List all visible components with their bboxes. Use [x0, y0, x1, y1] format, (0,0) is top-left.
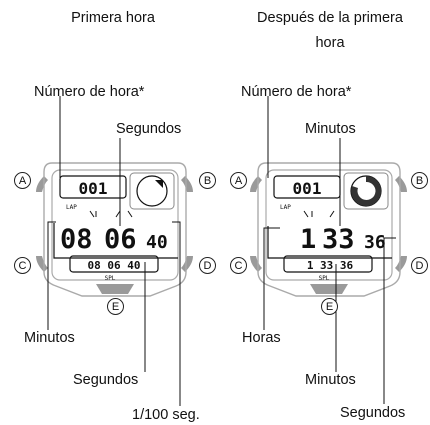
button-e-marker-right: E	[321, 298, 338, 315]
right-watch-display-frame	[265, 169, 393, 281]
label-minutes-bottom-right: Minutos	[305, 372, 356, 388]
label-seconds-right: Segundos	[340, 405, 406, 421]
label-minutes-left: Minutos	[24, 330, 75, 346]
right-watch-pusher-b	[395, 176, 407, 192]
left-watch-pusher-a	[36, 176, 48, 192]
right-watch-pusher-d	[395, 256, 407, 272]
label-hundredths: 1/100 seg.	[132, 407, 200, 423]
right-watch-pusher-c	[250, 256, 262, 272]
leader-seconds-right	[383, 237, 396, 404]
left-lap-number: 001	[79, 179, 108, 198]
button-e-marker-left: E	[107, 298, 124, 315]
left-watch-pusher-c	[36, 256, 48, 272]
label-seconds-bottom-left: Segundos	[73, 372, 139, 388]
label-hour-number-right: Número de hora*	[241, 84, 352, 100]
left-watch-pusher-d	[181, 256, 193, 272]
left-main-frame	[53, 223, 178, 259]
left-main-seconds: 06	[104, 224, 137, 255]
right-title-line2: hora	[315, 35, 345, 51]
right-main-hours: 1	[300, 224, 316, 255]
left-ring-graphic	[136, 175, 168, 207]
button-b-marker-left: B	[199, 172, 216, 189]
button-a-marker-right: A	[230, 172, 247, 189]
left-watch-pusher-b	[181, 176, 193, 192]
left-title: Primera hora	[71, 10, 155, 26]
right-spl-text: SPL	[319, 275, 330, 282]
right-main-frame	[267, 226, 392, 259]
leader-hundredths	[172, 221, 181, 406]
right-lap-number: 001	[293, 179, 322, 198]
button-a-marker-left: A	[14, 172, 31, 189]
button-c-marker-left: C	[14, 257, 31, 274]
left-split-box	[69, 255, 159, 273]
right-indicator-ticks	[303, 210, 335, 218]
button-b-marker-right: B	[411, 172, 428, 189]
left-watch: 001 LAP 08 06 40 08 06 40 SPL	[36, 96, 193, 406]
button-d-marker-left: D	[199, 257, 216, 274]
right-ring-frame	[343, 172, 389, 210]
left-watch-display-frame	[51, 169, 179, 281]
left-indicator-ticks	[89, 210, 133, 218]
right-ring-segments	[351, 175, 382, 206]
right-main-minutes: 33	[322, 224, 355, 255]
leader-minutes-left	[47, 221, 56, 330]
button-c-marker-right: C	[230, 257, 247, 274]
right-watch-pusher-a	[250, 176, 262, 192]
left-main-hundredths: 40	[146, 232, 168, 253]
leader-hours-right	[263, 227, 280, 330]
left-lap-text: LAP	[66, 204, 77, 211]
left-ring-segment	[155, 180, 163, 188]
left-spl-text: SPL	[105, 275, 116, 282]
button-d-marker-right: D	[411, 257, 428, 274]
right-watch: 001 LAP 1 33 36 1 33 36 SPL	[250, 96, 407, 404]
label-hours-right: Horas	[242, 330, 281, 346]
label-hour-number-left: Número de hora*	[34, 84, 145, 100]
left-lap-box	[59, 175, 127, 199]
right-watch-case	[257, 162, 401, 297]
left-main-minutes: 08	[60, 224, 93, 255]
right-split-time: 1 33 36	[307, 259, 354, 272]
right-split-box	[283, 255, 373, 273]
left-ring-frame	[129, 172, 175, 210]
right-title-line1: Después de la primera	[257, 10, 403, 26]
right-watch-pusher-e	[310, 284, 348, 294]
right-lap-text: LAP	[280, 204, 291, 211]
label-seconds-top-left: Segundos	[116, 121, 182, 137]
right-main-seconds: 36	[364, 232, 386, 253]
left-split-time: 08 06 40	[88, 259, 141, 272]
left-watch-case	[43, 162, 187, 297]
label-minutes-top-right: Minutos	[305, 121, 356, 137]
left-watch-pusher-e	[96, 284, 134, 294]
